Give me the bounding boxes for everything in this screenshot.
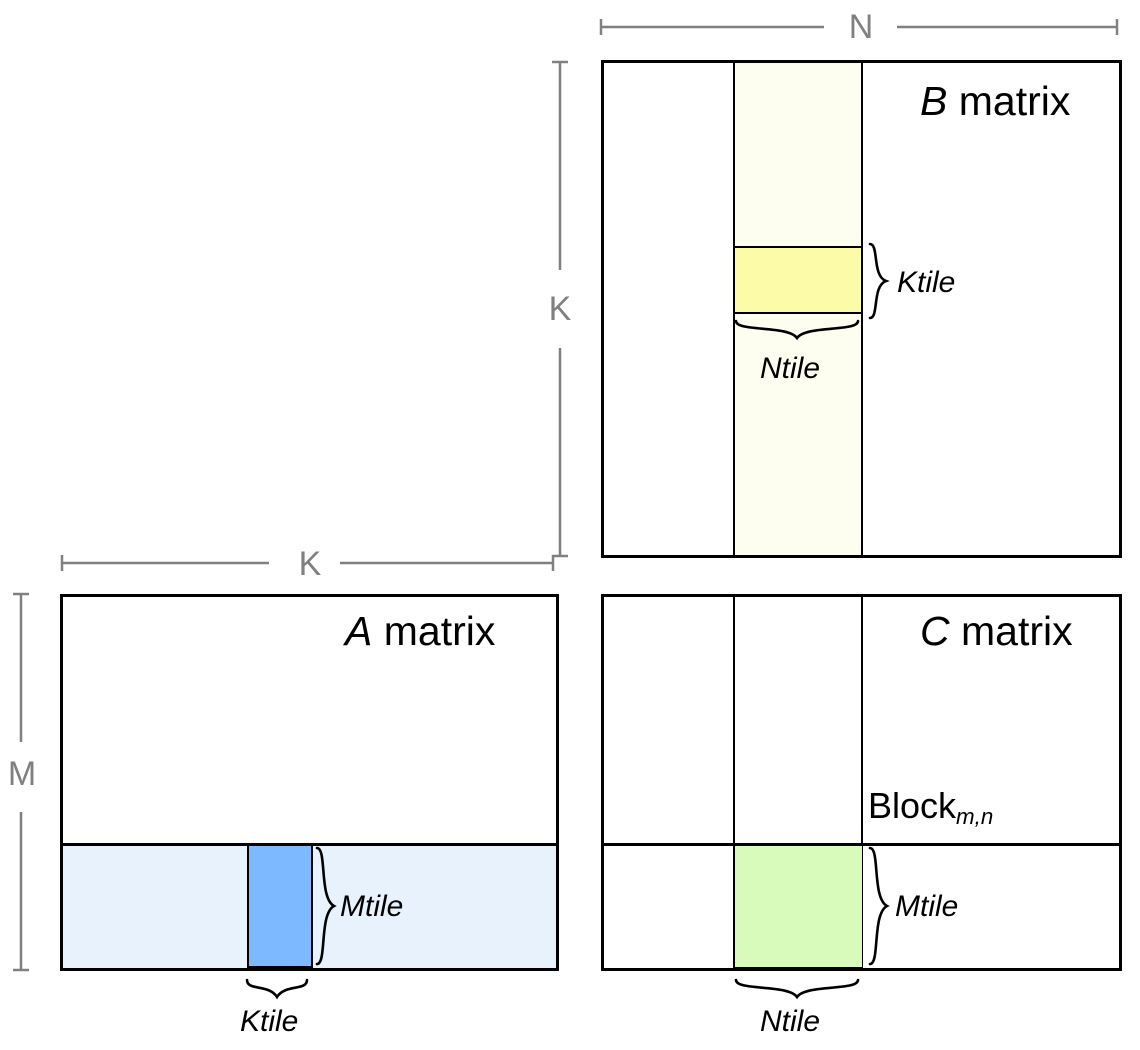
b-ntile-brace: [734, 319, 860, 341]
dimension-line-n: [599, 19, 1119, 35]
c-matrix-symbol: C: [920, 608, 950, 654]
c-ntile-brace: [734, 978, 860, 1000]
dimension-line-m: [13, 592, 29, 972]
dimension-label-n: N: [848, 8, 874, 46]
a-mtile-brace: [315, 846, 337, 966]
a-ktile-label: Ktile: [240, 1005, 299, 1038]
dimension-label-k-horizontal: K: [298, 545, 322, 583]
a-matrix-symbol: A: [345, 608, 373, 654]
dimension-line-k-horizontal: [60, 555, 555, 571]
c-block-tile: [734, 845, 863, 968]
a-matrix-title: A matrix: [345, 608, 495, 655]
dimension-line-k-vertical: [552, 60, 568, 558]
a-matrix-title-text: matrix: [372, 608, 496, 654]
b-ktile-tile: [733, 246, 863, 314]
c-mtile-brace: [868, 846, 890, 966]
c-matrix-box: [601, 594, 1122, 971]
b-matrix-title: B matrix: [920, 78, 1070, 125]
c-block-label-text: Block: [868, 785, 957, 826]
b-ktile-label: Ktile: [897, 266, 956, 299]
c-grid-line-right: [861, 597, 863, 968]
a-ktile-brace: [245, 978, 309, 1000]
c-grid-line-row: [604, 843, 1119, 846]
b-matrix-box: [601, 60, 1122, 558]
b-matrix-symbol: B: [920, 78, 948, 124]
c-block-label-subscript: m,n: [956, 804, 994, 830]
a-matrix-box: [60, 594, 559, 971]
c-matrix-title: C matrix: [920, 608, 1073, 655]
c-block-label: Blockm,n: [868, 785, 994, 830]
b-matrix-title-text: matrix: [947, 78, 1071, 124]
c-mtile-label: Mtile: [895, 890, 959, 923]
dimension-label-m: M: [7, 755, 37, 793]
c-matrix-title-text: matrix: [949, 608, 1073, 654]
b-ntile-label: Ntile: [760, 352, 821, 385]
c-ntile-label: Ntile: [760, 1005, 821, 1038]
a-ktile-tile: [247, 844, 313, 968]
dimension-label-k-vertical: K: [548, 290, 572, 328]
c-grid-line-left: [733, 597, 735, 968]
a-mtile-label: Mtile: [340, 890, 404, 923]
b-ktile-brace: [868, 242, 890, 320]
